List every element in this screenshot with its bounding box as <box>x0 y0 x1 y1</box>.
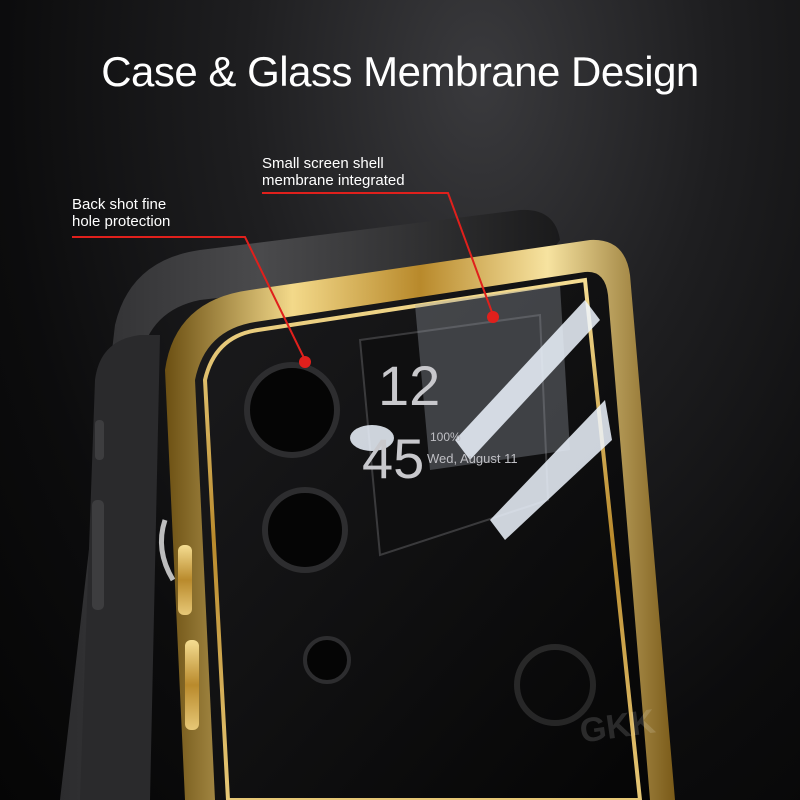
gold-inner-edge <box>202 277 643 800</box>
glare-stripe-2 <box>490 400 612 540</box>
cover-screen <box>358 313 550 557</box>
gold-side-button-upper <box>178 545 192 615</box>
camera-lens-bottom <box>262 487 348 573</box>
side-button-small <box>95 420 104 460</box>
callout-line-screen <box>262 192 494 316</box>
gold-side-button-lower <box>185 640 199 730</box>
watermark-logo <box>514 644 596 726</box>
callout-screen-membrane: Small screen shell membrane integrated <box>262 155 405 189</box>
callout-dot-screen <box>487 311 499 323</box>
side-button <box>92 500 104 610</box>
camera-lens-top <box>244 362 340 458</box>
callout-camera-line2: hole protection <box>72 213 171 230</box>
callout-camera-line1: Back shot fine <box>72 196 167 213</box>
callout-camera-protection: Back shot fine hole protection <box>72 196 170 230</box>
battery-text: 100% <box>430 430 461 444</box>
glare-dot <box>350 425 394 451</box>
callout-screen-line1: Small screen shell <box>262 155 384 172</box>
clock-hour: 12 <box>378 354 440 417</box>
glare-stripe-1 <box>455 300 600 460</box>
date-text: Wed, August 11 <box>427 451 518 466</box>
flash-hole <box>303 636 351 684</box>
callout-dot-camera <box>299 356 311 368</box>
glass-membrane <box>415 285 570 470</box>
callout-line-camera <box>72 236 306 361</box>
clock-minute: 45 <box>362 427 424 490</box>
hinge-clip <box>158 519 176 582</box>
page-title: Case & Glass Membrane Design <box>101 48 699 95</box>
callout-screen-line2: membrane integrated <box>262 172 405 189</box>
